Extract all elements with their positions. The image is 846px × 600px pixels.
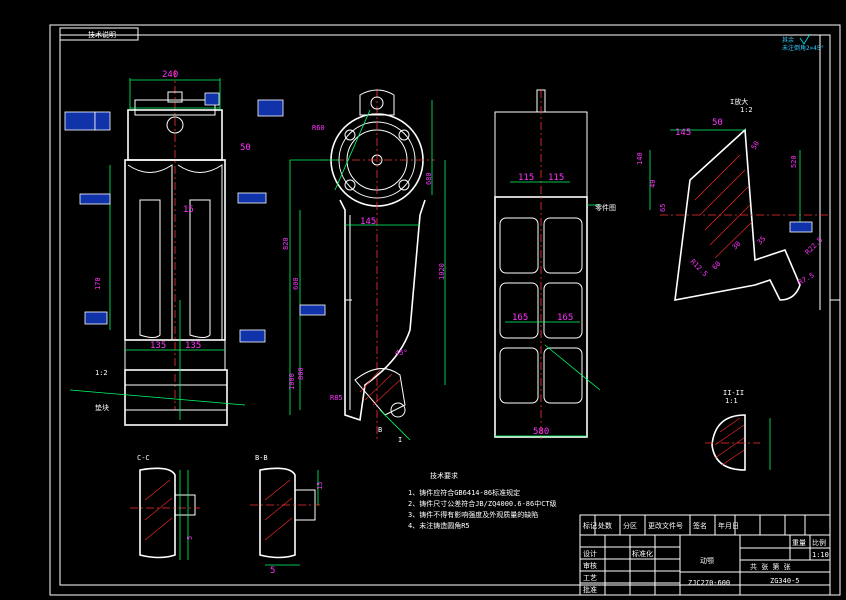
tech-item-3: 3、铸件不得有影响强度及外观质量的缺陷 [408, 510, 538, 519]
dim-front-2: 135 [185, 341, 201, 351]
dim-detail-10: 30 [731, 240, 743, 252]
dim-plan-0: 115 [518, 173, 534, 183]
tb-weight: 重量 [792, 539, 806, 547]
dim-side-1: 600 [292, 277, 300, 290]
tb-drawing-no: ZJC270-600 [688, 579, 730, 587]
detail-label: I放大 [730, 97, 748, 106]
dim-side-6: 800 [297, 367, 305, 380]
dim-plan-2: 165 [512, 313, 528, 323]
tb-material: ZG340-5 [770, 577, 800, 585]
section-cc: C-C 5 [130, 454, 200, 560]
plan-view: 115 115 165 165 580 零件图 [494, 89, 616, 440]
tb-header-2: 分区 [623, 521, 637, 530]
tb-header-3: 更改文件号 [648, 521, 683, 530]
dim-front-0: 240 [162, 70, 178, 80]
side-view: 145 600 820 1020 680 1000 800 45° R60 R8… [282, 89, 446, 444]
dim-section-1: 15 [316, 482, 324, 490]
dim-detail-0: 145 [675, 128, 691, 138]
dim-side-9: R85 [330, 394, 343, 402]
tech-title: 技术要求 [430, 471, 458, 480]
dim-front-1: 135 [150, 341, 166, 351]
tb-sign-3: 标准化 [632, 549, 653, 558]
roughness-note: 其余 未注倒角2×45° [782, 33, 824, 52]
corner-label-box [59, 27, 139, 41]
svg-text:未注倒角2×45°: 未注倒角2×45° [782, 44, 824, 52]
dim-detail-5: 65 [659, 204, 667, 212]
label-lz: 1:2 [95, 369, 108, 377]
tb-part-name: 动颚 [700, 556, 714, 565]
svg-text:I: I [398, 436, 402, 444]
tb-header-1: 处数 [598, 521, 612, 530]
dim-side-4: 680 [425, 172, 433, 185]
dim-side-0: 145 [360, 217, 376, 227]
tb-header-4: 签名 [693, 521, 707, 530]
tech-requirements: 技术要求 1、铸件应符合GB6414-86标准规定 2、铸件尺寸公差符合JB/Z… [408, 471, 557, 530]
dim-detail-9: R12.5 [689, 258, 710, 279]
svg-text:B: B [378, 426, 382, 434]
corner-label: 技术说明 [88, 30, 116, 39]
drawing-inner-frame [59, 34, 831, 586]
dim-detail-2: 140 [636, 152, 644, 165]
tb-header-5: 年月日 [718, 521, 739, 530]
section-bb-label: B-B [255, 454, 268, 462]
dim-front-3: 170 [94, 277, 102, 290]
dim-side-3: 1020 [438, 263, 446, 280]
section-ii-label: II-II [723, 389, 744, 397]
dim-plan-3: 165 [557, 313, 573, 323]
dim-side-5: 1000 [288, 373, 296, 390]
section-ii: II-II 1:1 [705, 389, 771, 471]
dim-detail-12: 35 [756, 235, 768, 247]
dim-plan-1: 115 [548, 173, 564, 183]
tb-sign-2: 工艺 [583, 574, 597, 582]
tb-sign-1: 审核 [583, 561, 597, 570]
tb-scale: 比例 [812, 538, 826, 547]
dim-detail-3: 50 [750, 140, 761, 151]
section-ii-scale: 1:1 [725, 397, 738, 405]
tb-sheet: 共 张 第 张 [750, 562, 791, 571]
dim-plan-4: 580 [533, 427, 549, 437]
dim-front-5: 50 [240, 143, 251, 153]
label-zheng: 垫块 [95, 403, 109, 412]
detail-scale: 1:2 [740, 106, 753, 114]
title-block: 标记 处数 分区 更改文件号 签名 年月日 设计 审核 工艺 标准化 批准 动颚… [579, 514, 831, 596]
tech-item-1: 1、铸件应符合GB6414-86标准规定 [408, 488, 520, 497]
dim-detail-8: R7.5 [797, 271, 816, 286]
section-bb: B-B 15 5 [250, 454, 324, 576]
tb-sign-4: 批准 [583, 585, 597, 594]
dim-detail-4: 40 [649, 180, 657, 188]
tech-item-2: 2、铸件尺寸公差符合JB/ZQ4000.6-86中CT级 [408, 499, 557, 508]
dim-section-0: 5 [186, 536, 194, 540]
tb-header-0: 标记 [583, 521, 597, 530]
dim-side-7: 45° [395, 349, 408, 357]
dim-detail-6: 520 [790, 155, 798, 168]
tech-item-4: 4、未注铸造圆角R5 [408, 521, 470, 530]
dim-detail-11: 60 [711, 260, 723, 272]
section-cc-label: C-C [137, 454, 150, 462]
dim-side-8: R60 [312, 124, 325, 132]
dim-detail-1: 50 [712, 118, 723, 128]
dim-side-2: 820 [282, 237, 290, 250]
dim-section-2: 5 [270, 566, 275, 576]
svg-text:其余: 其余 [782, 36, 794, 44]
drawing-outer-frame [49, 24, 841, 596]
tb-sign-0: 设计 [583, 549, 597, 558]
label-right: 零件图 [595, 203, 616, 212]
dim-detail-7: R22.5 [804, 236, 825, 257]
detail-view: I放大 1:2 145 50 140 50 40 65 520 R22.5 R7… [636, 97, 830, 301]
front-view: 240 135 135 170 15 50 垫块 1:2 [64, 70, 284, 426]
dim-front-4: 15 [183, 205, 194, 215]
tb-scale-value: 1:10 [812, 551, 829, 559]
